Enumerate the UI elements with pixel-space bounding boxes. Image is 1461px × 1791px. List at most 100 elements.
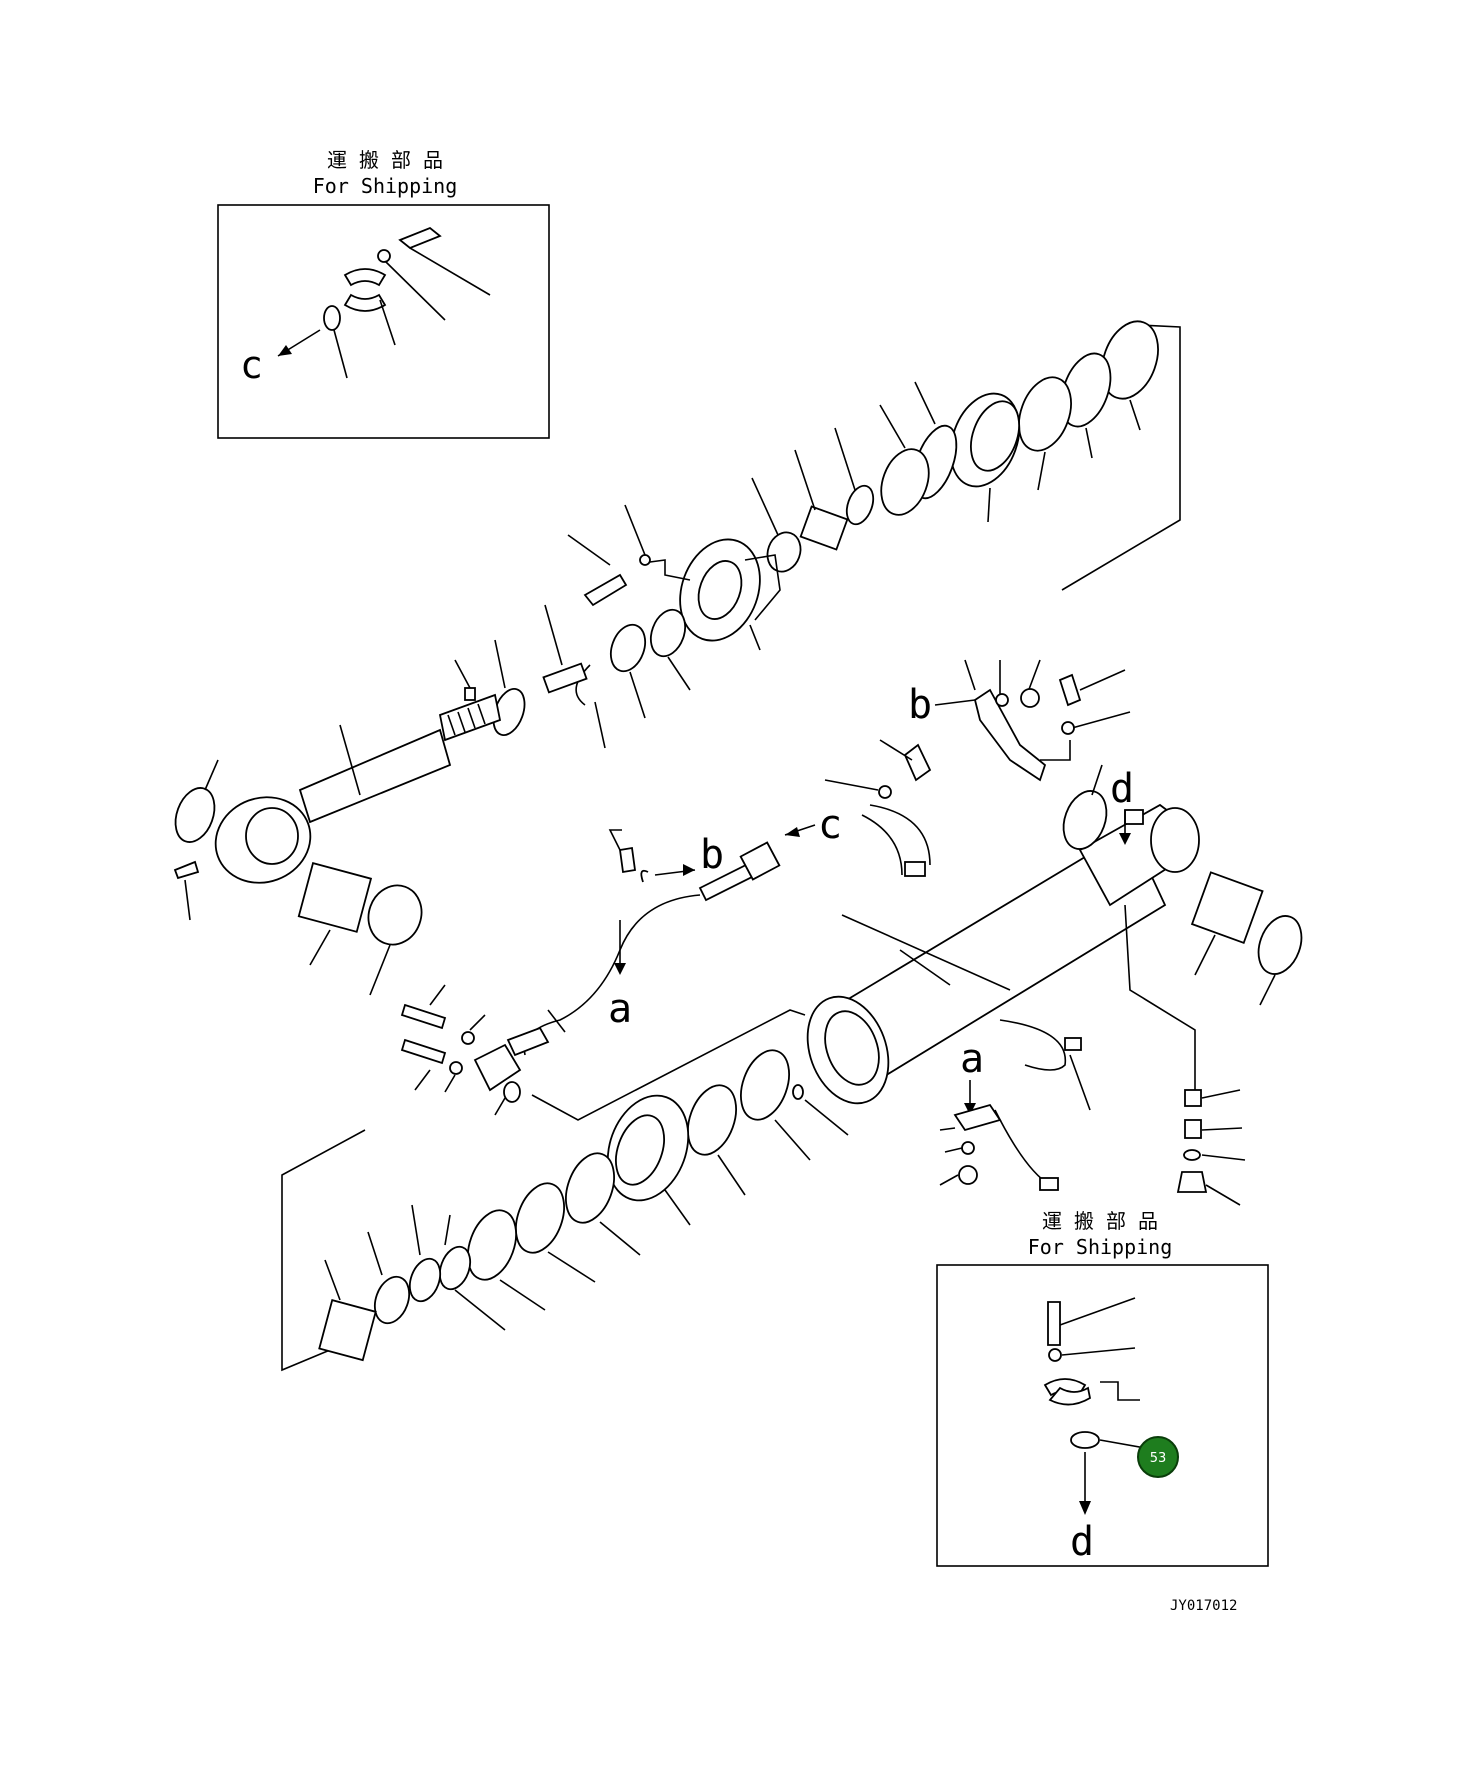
callout-circle[interactable] bbox=[1137, 1436, 1179, 1478]
dust-seal bbox=[1062, 790, 1108, 850]
leader-line bbox=[1259, 974, 1276, 1006]
bolt bbox=[903, 743, 932, 782]
ring bbox=[515, 1182, 565, 1254]
tube-flange bbox=[506, 1026, 550, 1057]
leader-line bbox=[834, 427, 856, 491]
leader-lines bbox=[879, 381, 936, 449]
clamp-band bbox=[994, 1109, 1051, 1186]
dust-seal bbox=[174, 787, 216, 843]
bolt bbox=[398, 226, 442, 250]
stopper bbox=[464, 687, 476, 701]
piston-bore bbox=[970, 400, 1020, 472]
leader-line bbox=[204, 759, 219, 791]
leader-line bbox=[804, 1099, 849, 1136]
plunger bbox=[542, 662, 588, 694]
clamp-bracket bbox=[973, 688, 1047, 782]
clamp-band bbox=[861, 814, 903, 876]
clamp-tab bbox=[1064, 1037, 1082, 1051]
ring bbox=[565, 1152, 615, 1224]
plug bbox=[1184, 1089, 1202, 1107]
bolt bbox=[400, 1003, 447, 1030]
leader-line bbox=[1069, 1054, 1091, 1111]
leader-line bbox=[1099, 1439, 1146, 1449]
leader-line bbox=[385, 261, 446, 321]
split-flange bbox=[473, 1043, 522, 1092]
clamp-lower bbox=[343, 293, 387, 312]
arrow-head bbox=[1079, 1501, 1091, 1515]
leader-line bbox=[1061, 1347, 1136, 1356]
head-body bbox=[744, 554, 781, 621]
leader-line bbox=[1091, 764, 1103, 796]
shipping-label-en-top: For Shipping bbox=[313, 174, 458, 198]
o-ring bbox=[503, 1081, 521, 1103]
u-clip bbox=[640, 869, 649, 883]
leader-line bbox=[494, 1097, 506, 1116]
leader-line bbox=[1059, 1297, 1136, 1326]
snap-ring bbox=[575, 664, 591, 706]
head-bore bbox=[697, 560, 743, 620]
washer bbox=[639, 554, 651, 566]
leader-lines bbox=[414, 984, 446, 1091]
leader-lines bbox=[1071, 669, 1131, 729]
leader-line bbox=[454, 659, 471, 689]
bracket bbox=[649, 559, 691, 581]
nut bbox=[318, 1299, 377, 1362]
leader-line bbox=[599, 1221, 641, 1256]
arrow-b bbox=[934, 699, 976, 706]
nut bbox=[958, 1165, 978, 1185]
shipping-box-top: 運 搬 部 品 For Shipping c bbox=[217, 148, 550, 439]
clamp-lower bbox=[1048, 1386, 1092, 1406]
washer bbox=[449, 1061, 463, 1075]
leader-line bbox=[664, 1189, 691, 1226]
bolt bbox=[1047, 1301, 1061, 1346]
leader-line bbox=[594, 701, 606, 749]
ring bbox=[649, 608, 687, 658]
o-ring bbox=[408, 1257, 442, 1303]
rod-assembly bbox=[173, 320, 1181, 996]
leader-line bbox=[379, 299, 396, 346]
leader-line bbox=[544, 604, 563, 666]
ref-d-right: d bbox=[1110, 766, 1134, 812]
leader-line bbox=[717, 1154, 746, 1196]
leader-line bbox=[547, 1009, 566, 1033]
shipping-frame-bottom bbox=[936, 1264, 1269, 1567]
leader-line bbox=[339, 724, 361, 796]
part-callout-53[interactable]: 53 bbox=[1137, 1436, 1179, 1478]
ref-d-bottom: d bbox=[1070, 1519, 1094, 1565]
leader-lines bbox=[444, 1014, 486, 1093]
leader-line bbox=[879, 739, 913, 761]
washer bbox=[377, 249, 391, 263]
leader-lines bbox=[939, 1127, 963, 1186]
leader-line bbox=[794, 449, 816, 511]
ring bbox=[740, 1049, 790, 1121]
piping-group: b c b a bbox=[400, 659, 1131, 1121]
bracket bbox=[608, 829, 622, 851]
washer bbox=[1048, 1348, 1062, 1362]
leader-line bbox=[987, 487, 991, 523]
arrow-head bbox=[683, 864, 695, 876]
washer bbox=[878, 785, 892, 799]
bushing bbox=[1190, 871, 1264, 945]
bracket bbox=[1100, 1381, 1140, 1401]
arrow-head bbox=[614, 963, 626, 975]
o-ring bbox=[373, 1275, 411, 1325]
callout-number[interactable]: 53 bbox=[1150, 1451, 1167, 1466]
port-boss bbox=[1124, 809, 1144, 825]
rod-eye-bore bbox=[245, 807, 299, 865]
bolt bbox=[400, 1038, 447, 1065]
ref-a-lower: a bbox=[960, 1036, 984, 1082]
drawing-id: JY017012 bbox=[1170, 1598, 1237, 1614]
leader-line bbox=[751, 477, 779, 536]
bolt bbox=[1058, 673, 1082, 707]
leader-line bbox=[774, 1119, 811, 1161]
shipping-box-bottom: 運 搬 部 品 For Shipping d 53 bbox=[936, 1209, 1269, 1567]
group-bracket bbox=[1061, 324, 1181, 591]
washer bbox=[961, 1141, 975, 1155]
check-valve bbox=[1176, 1171, 1208, 1193]
dust-seal bbox=[367, 884, 423, 946]
leader-line bbox=[369, 944, 391, 996]
shipping-label-en-bottom: For Shipping bbox=[1028, 1235, 1173, 1259]
tube-bore bbox=[824, 1010, 880, 1086]
